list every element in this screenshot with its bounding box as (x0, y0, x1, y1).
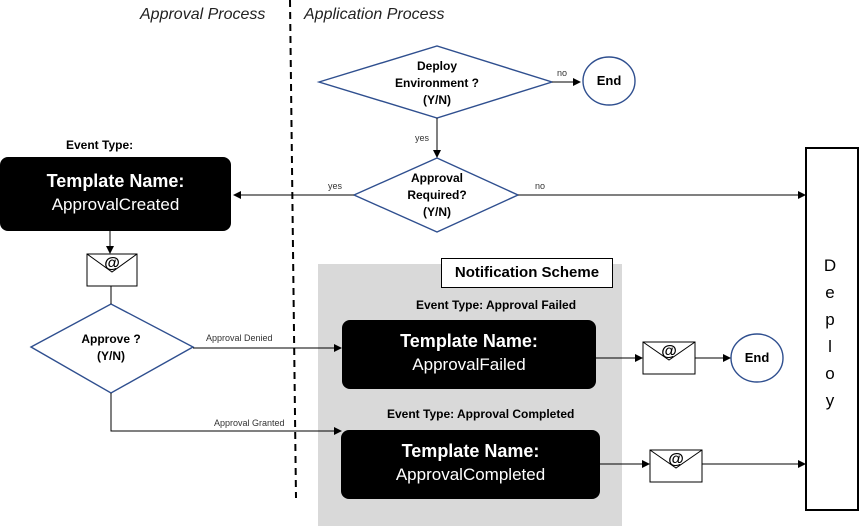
end-circle-top (582, 56, 636, 106)
email-at-created: @ (104, 255, 120, 272)
arrow-approval-granted (110, 393, 342, 435)
template-completed-heading: Template Name: (401, 441, 540, 461)
end-label-top: End (596, 73, 622, 88)
approve-text: Approve ? (Y/N) (61, 331, 161, 365)
template-approval-completed: Template Name: ApprovalCompleted (341, 430, 600, 499)
label-yes-down: yes (415, 133, 430, 143)
template-completed-value: ApprovalCompleted (395, 465, 546, 484)
email-envelope-failed (642, 341, 696, 375)
label-approval-granted: Approval Granted (214, 418, 285, 428)
approve-line1: Approve ? (81, 332, 141, 346)
label-approval-denied: Approval Denied (206, 333, 273, 343)
template-failed-value: ApprovalFailed (412, 355, 526, 374)
label-no-right: no (535, 181, 546, 191)
event-type-created: Event Type: (66, 138, 134, 152)
email-envelope-created (86, 253, 138, 287)
deploy-letter-2: e (825, 283, 835, 302)
deploy-environment-line1: Deploy (416, 59, 457, 73)
deploy-letter-1: D (823, 256, 837, 275)
lane-title-approval: Approval Process (140, 6, 266, 23)
approval-required-line1: Approval (410, 171, 463, 185)
approve-decision (29, 303, 195, 394)
template-created-heading: Template Name: (46, 171, 185, 191)
template-approval-created: Template Name: ApprovalCreated (0, 157, 231, 231)
deploy-environment-line2: Environment ? (394, 76, 479, 90)
approval-required-line3: (Y/N) (423, 205, 451, 219)
deploy-letter-6: y (825, 391, 835, 410)
deploy-environment-text: Deploy Environment ? (Y/N) (377, 58, 497, 109)
deploy-box (805, 147, 859, 511)
template-approval-failed: Template Name: ApprovalFailed (342, 320, 596, 389)
template-failed-heading: Template Name: (400, 331, 538, 351)
label-no-top: no (557, 68, 568, 78)
approval-required-text: Approval Required? (Y/N) (377, 170, 497, 221)
approve-line2: (Y/N) (97, 349, 125, 363)
notification-scheme-title: Notification Scheme (441, 258, 613, 288)
label-yes-left: yes (328, 181, 343, 191)
event-type-completed: Event Type: Approval Completed (387, 407, 575, 421)
event-type-failed: Event Type: Approval Failed (416, 298, 577, 312)
email-at-failed: @ (661, 343, 677, 360)
email-at-completed: @ (668, 451, 684, 468)
deploy-letter-5: o (825, 364, 835, 383)
approval-required-line2: Required? (407, 188, 467, 202)
deploy-environment-line3: (Y/N) (423, 93, 451, 107)
end-label-failed: End (744, 350, 770, 365)
end-circle-failed (730, 333, 784, 383)
email-envelope-completed (649, 449, 703, 483)
template-created-value: ApprovalCreated (51, 195, 180, 214)
deploy-letter-3: p (825, 310, 835, 329)
lane-title-application: Application Process (304, 6, 445, 23)
deploy-letter-4: l (828, 337, 832, 356)
lane-divider (289, 0, 297, 499)
